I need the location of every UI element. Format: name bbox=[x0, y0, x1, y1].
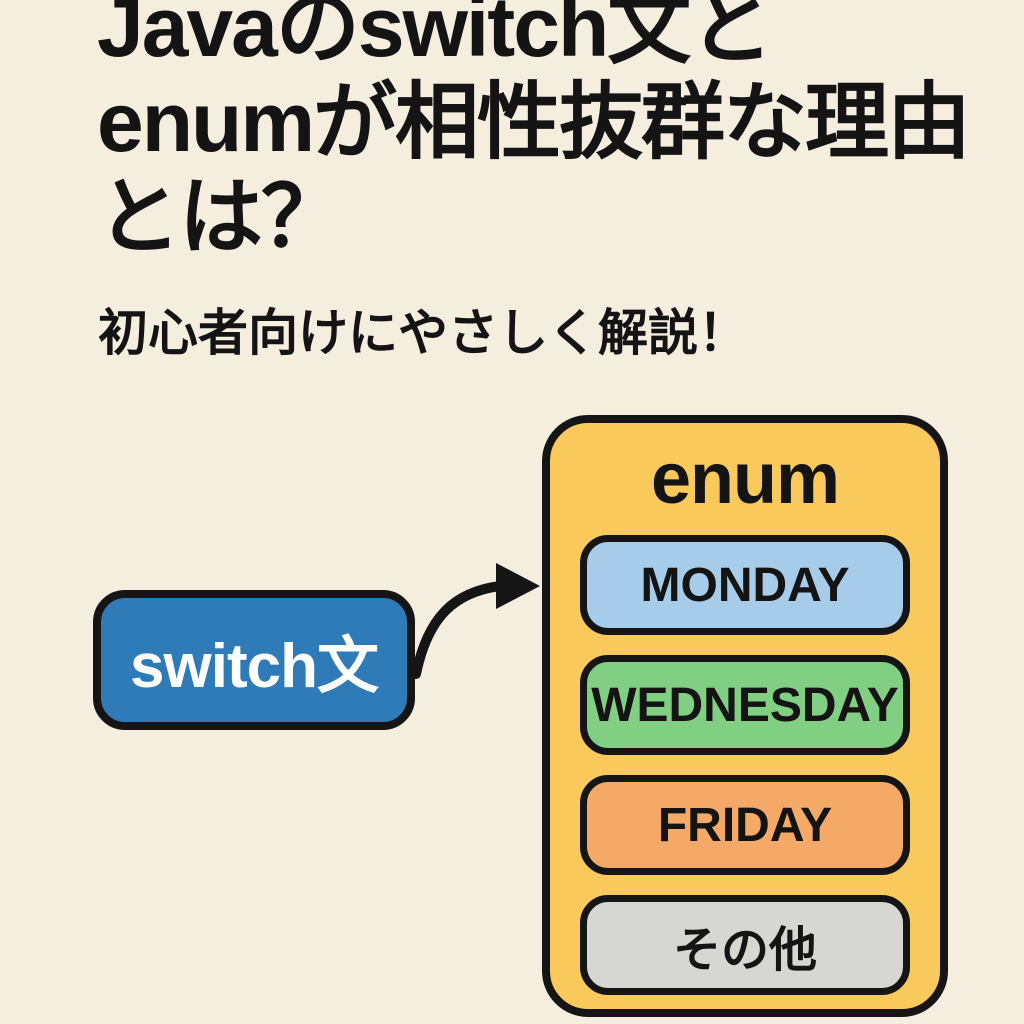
arrow-head bbox=[496, 563, 540, 609]
arrow-shaft bbox=[411, 581, 505, 679]
enum-container: enum MONDAY WEDNESDAY FRIDAY その他 bbox=[542, 415, 948, 1017]
page-subtitle: 初心者向けにやさしく解説！ bbox=[98, 305, 748, 361]
page-title-line-2: enumが相性抜群な理由 bbox=[97, 75, 971, 169]
enum-item-label: その他 bbox=[672, 924, 817, 977]
enum-item-label: FRIDAY bbox=[657, 798, 833, 852]
enum-item-other: その他 bbox=[580, 895, 910, 995]
enum-item-label: MONDAY bbox=[640, 558, 850, 612]
enum-item-monday: MONDAY bbox=[580, 535, 910, 635]
enum-item-friday: FRIDAY bbox=[580, 775, 910, 875]
page-title-line-3: とは？ bbox=[97, 170, 345, 264]
curved-arrow-icon bbox=[411, 563, 540, 679]
switch-statement-box: switch文 bbox=[93, 590, 415, 730]
enum-container-label: enum bbox=[650, 439, 840, 519]
page-title: Javaのswitch文と enumが相性抜群な理由 とは？ bbox=[97, 0, 971, 265]
enum-item-label: WEDNESDAY bbox=[591, 678, 899, 732]
enum-items-list: MONDAY WEDNESDAY FRIDAY その他 bbox=[580, 535, 910, 995]
enum-item-wednesday: WEDNESDAY bbox=[580, 655, 910, 755]
switch-statement-label: switch文 bbox=[130, 632, 379, 701]
page-title-line-1: Javaのswitch文と bbox=[97, 0, 773, 74]
